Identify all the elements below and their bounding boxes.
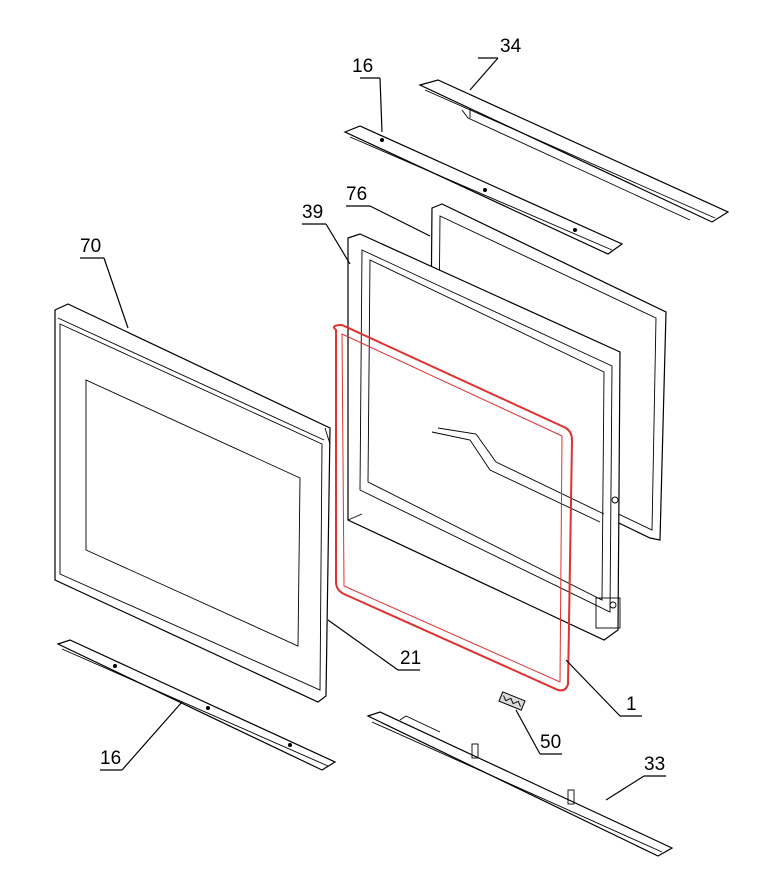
callout-labels: 34 16 76 39 70 21 1 50 16 33 [80,36,665,775]
leader-39 [325,223,351,265]
part-16-top-bar [343,125,624,255]
callout-50: 50 [540,732,561,753]
leader-21 [327,619,399,671]
part-1-gasket [333,323,574,692]
leader-76 [369,205,431,237]
leader-50 [515,709,541,755]
leader-16-bottom [121,701,183,771]
callout-33: 33 [644,754,665,775]
part-16-bottom-bar [56,639,337,771]
part-39-door-frame [347,233,621,641]
leader-16-top [379,77,383,133]
part-34-top-trim [418,79,730,223]
part-50-clip [498,691,526,711]
callout-70: 70 [80,236,101,257]
callout-16-bottom: 16 [100,748,121,769]
leader-70 [103,257,129,329]
leader-1 [565,659,621,717]
callout-16-top: 16 [352,56,373,77]
callout-21: 21 [400,648,421,669]
part-70-outer-glass [54,303,331,703]
callout-76: 76 [346,184,367,205]
leader-33 [605,775,645,801]
callout-34: 34 [500,36,522,57]
part-33-bottom-trim [366,711,674,857]
leader-lines [80,57,666,801]
callout-39: 39 [302,202,323,223]
callout-1: 1 [626,694,637,715]
leader-34 [469,57,499,91]
